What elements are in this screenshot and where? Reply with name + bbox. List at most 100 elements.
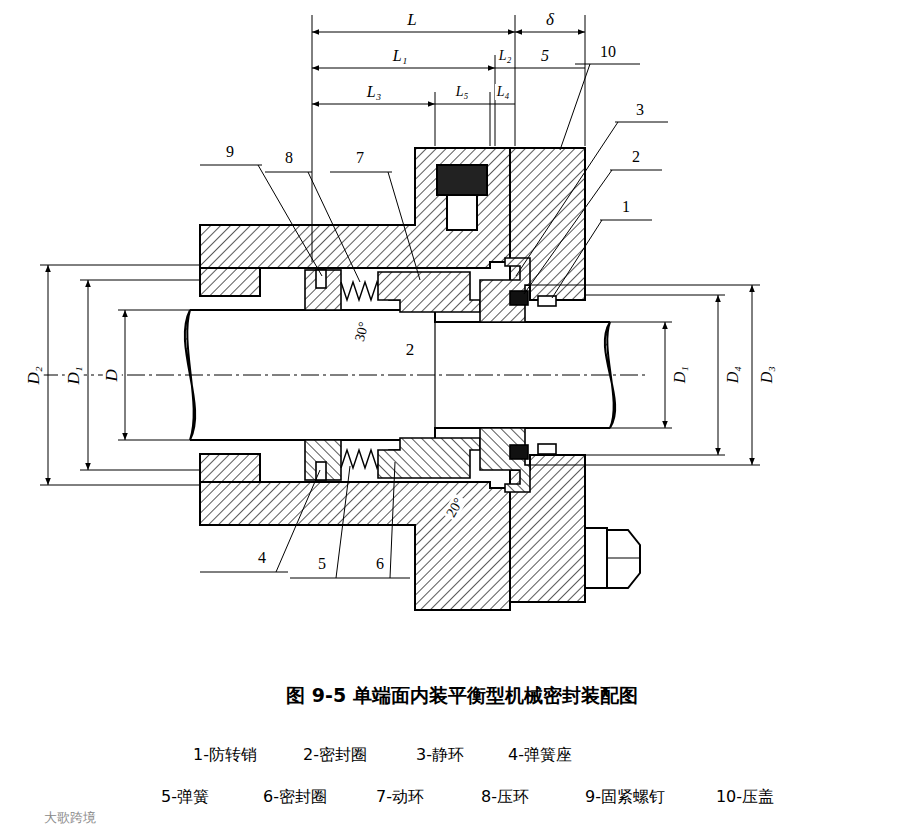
dimension-label: D₃ (758, 364, 776, 385)
leader-lines (524, 170, 662, 294)
figure-caption: 图 9-5 单端面内装平衡型机械密封装配图 (284, 685, 640, 706)
dimension-label: D (103, 367, 122, 383)
housing (200, 482, 510, 610)
leader-lines (350, 462, 410, 578)
seal-parts (316, 270, 326, 288)
dimension-label: L₄ (495, 84, 512, 99)
dimension-lines (585, 295, 725, 296)
leader-lines (560, 64, 640, 150)
leader-lines (200, 470, 320, 572)
callout-number: 1 (620, 198, 632, 216)
seal-parts-lower (305, 428, 556, 492)
dimension-lines (530, 465, 760, 466)
callout-number: 2 (404, 341, 417, 360)
dimension-label: L₁ (391, 47, 409, 65)
dimension-label: D₁ (65, 364, 84, 386)
dimension-lines (80, 280, 200, 281)
part-list-item: 1-防转销 (191, 746, 259, 764)
dimension-label: L₅ (454, 84, 471, 99)
dimension-lines (40, 265, 200, 266)
shaft (605, 322, 615, 428)
seal-parts (341, 282, 383, 300)
part-list-item: 7-动环 (374, 788, 426, 806)
dimension-lines (610, 428, 672, 429)
shaft (190, 310, 610, 440)
dimension-lines (312, 32, 515, 33)
part-list-item: 2-密封圈 (301, 746, 369, 764)
housing (200, 148, 510, 268)
leader-lines (330, 172, 420, 280)
watermark: 大歌跨境 (42, 811, 98, 825)
leader-lines (290, 466, 350, 578)
dimension-lines (88, 280, 89, 470)
leader-lines (200, 165, 322, 276)
dimension-lines (48, 265, 49, 485)
gland (607, 530, 640, 588)
callout-number: 4 (256, 549, 268, 567)
part-list-item: 3-静环 (414, 746, 466, 764)
angle-label: 30° (352, 319, 373, 346)
part-list-item: 5-弹簧 (159, 788, 211, 806)
callout-number: 2 (630, 148, 642, 166)
dimension-lines (530, 285, 760, 286)
dimension-label: L₂ (497, 48, 514, 63)
shaft (185, 310, 195, 440)
dimension-label: L₃ (365, 83, 383, 101)
dimension-lines (435, 92, 436, 146)
seal-parts (378, 272, 480, 312)
dimension-lines (118, 310, 190, 311)
seal-parts-lower (305, 428, 556, 492)
dimension-lines (118, 440, 190, 441)
seal-parts (305, 270, 341, 310)
part-list-item: 8-压环 (479, 788, 531, 806)
dimension-lines (435, 104, 490, 105)
dimension-lines (495, 55, 496, 146)
housing (437, 165, 487, 195)
callout-number: 10 (598, 43, 618, 61)
dimension-label: L (405, 11, 418, 30)
dimension-lines (490, 104, 515, 105)
callout-number: 9 (224, 143, 236, 161)
housing (447, 195, 477, 230)
seal-parts (480, 258, 530, 322)
gland (510, 148, 640, 602)
housing (200, 454, 260, 482)
dimension-lines (80, 470, 200, 471)
dimension-lines (752, 285, 753, 465)
dimension-label: D₄ (724, 364, 742, 385)
part-list-item: 6-密封圈 (261, 788, 329, 806)
shaft (185, 310, 615, 440)
callout-number: 6 (374, 555, 386, 573)
center-line (40, 375, 645, 376)
dimension-lines (515, 68, 585, 69)
shaft (434, 322, 435, 428)
dimension-lines (515, 32, 585, 33)
dimension-lines (490, 92, 491, 146)
callout-number: 5 (316, 555, 328, 573)
gland (585, 528, 607, 588)
dimension-label: 5 (539, 47, 551, 65)
leader-lines (552, 220, 652, 298)
callout-number: 8 (283, 149, 295, 167)
dimension-lines (515, 15, 516, 146)
dimension-lines (125, 310, 126, 440)
center-line (40, 375, 645, 376)
dimension-lines (718, 295, 719, 455)
leader-lines (200, 64, 668, 578)
housing (200, 268, 260, 296)
dimension-lines (312, 68, 495, 69)
dimension-lines (610, 322, 672, 323)
gland (607, 557, 640, 558)
dimension-lines (585, 455, 725, 456)
dimension-label: D₁ (671, 364, 689, 385)
part-list-item: 10-压盖 (714, 788, 776, 806)
seal-parts (305, 258, 556, 322)
dimension-lines (665, 322, 666, 428)
dimension-label: D₂ (25, 364, 44, 386)
housing (200, 148, 510, 610)
dimension-lines (495, 68, 515, 69)
leader-lines (265, 172, 360, 282)
dimension-lines (312, 15, 313, 262)
part-list-item: 4-弹簧座 (506, 746, 574, 764)
